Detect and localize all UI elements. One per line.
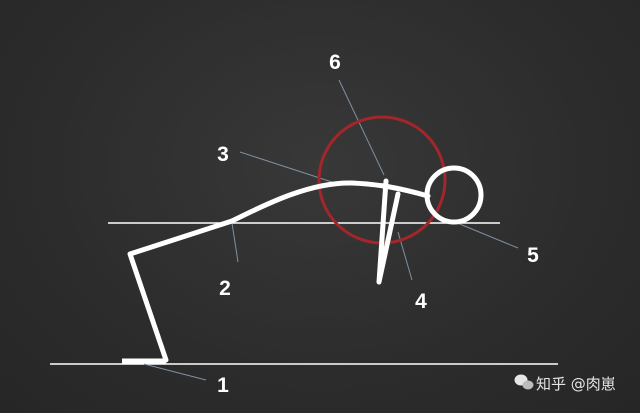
head (424, 165, 484, 225)
legs (127, 218, 235, 363)
leader-line-5 (449, 219, 519, 249)
label-2: 2 (219, 277, 231, 300)
label-6: 6 (329, 51, 341, 74)
pushup-figure (122, 178, 431, 364)
leader-line-2 (231, 222, 239, 263)
label-1: 1 (217, 374, 229, 397)
arm (376, 178, 401, 285)
label-5: 5 (527, 244, 539, 267)
back-curve (229, 180, 431, 224)
leader-line-1 (143, 363, 207, 381)
leader-line-6 (338, 79, 385, 176)
wechat-icon (514, 374, 534, 390)
leader-line-3 (239, 151, 333, 183)
watermark: 知乎 @肉崽 (514, 374, 616, 393)
label-3: 3 (217, 143, 229, 166)
watermark-text: 知乎 @肉崽 (536, 375, 616, 393)
label-4: 4 (415, 290, 427, 313)
